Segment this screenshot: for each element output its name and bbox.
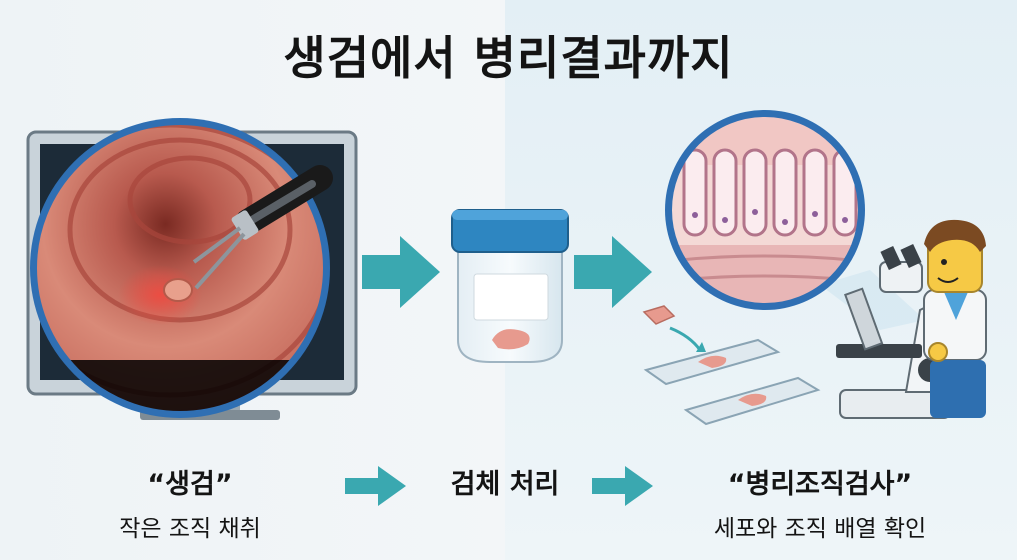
step-label: 검체 처리 <box>450 469 560 500</box>
arrow-icon <box>574 236 652 308</box>
arrow-icon <box>345 466 406 506</box>
step-description: 세포와 조직 배열 확인 <box>713 516 927 542</box>
arrow-icon <box>362 236 440 308</box>
step-label: “병리조직검사” <box>727 469 913 500</box>
glass-slide-icon <box>683 376 821 426</box>
step-caption-pathology: “병리조직검사” 세포와 조직 배열 확인 <box>660 462 980 543</box>
histology-view <box>665 110 925 330</box>
step-caption-biopsy: “생검” 작은 조직 채취 <box>80 462 300 543</box>
biopsy-forceps-icon <box>192 165 333 290</box>
specimen-jar-icon <box>451 209 569 363</box>
step-description: 작은 조직 채취 <box>119 516 261 542</box>
page-title: 생검에서 병리결과까지 <box>283 31 734 85</box>
step-caption-processing: 검체 처리 <box>420 462 590 501</box>
tissue-fragment-icon <box>642 305 706 352</box>
glass-slide-icon <box>643 338 781 386</box>
pathologist-figure-icon <box>923 219 987 418</box>
step-label: “생검” <box>147 469 233 500</box>
arrow-icon <box>592 466 653 506</box>
